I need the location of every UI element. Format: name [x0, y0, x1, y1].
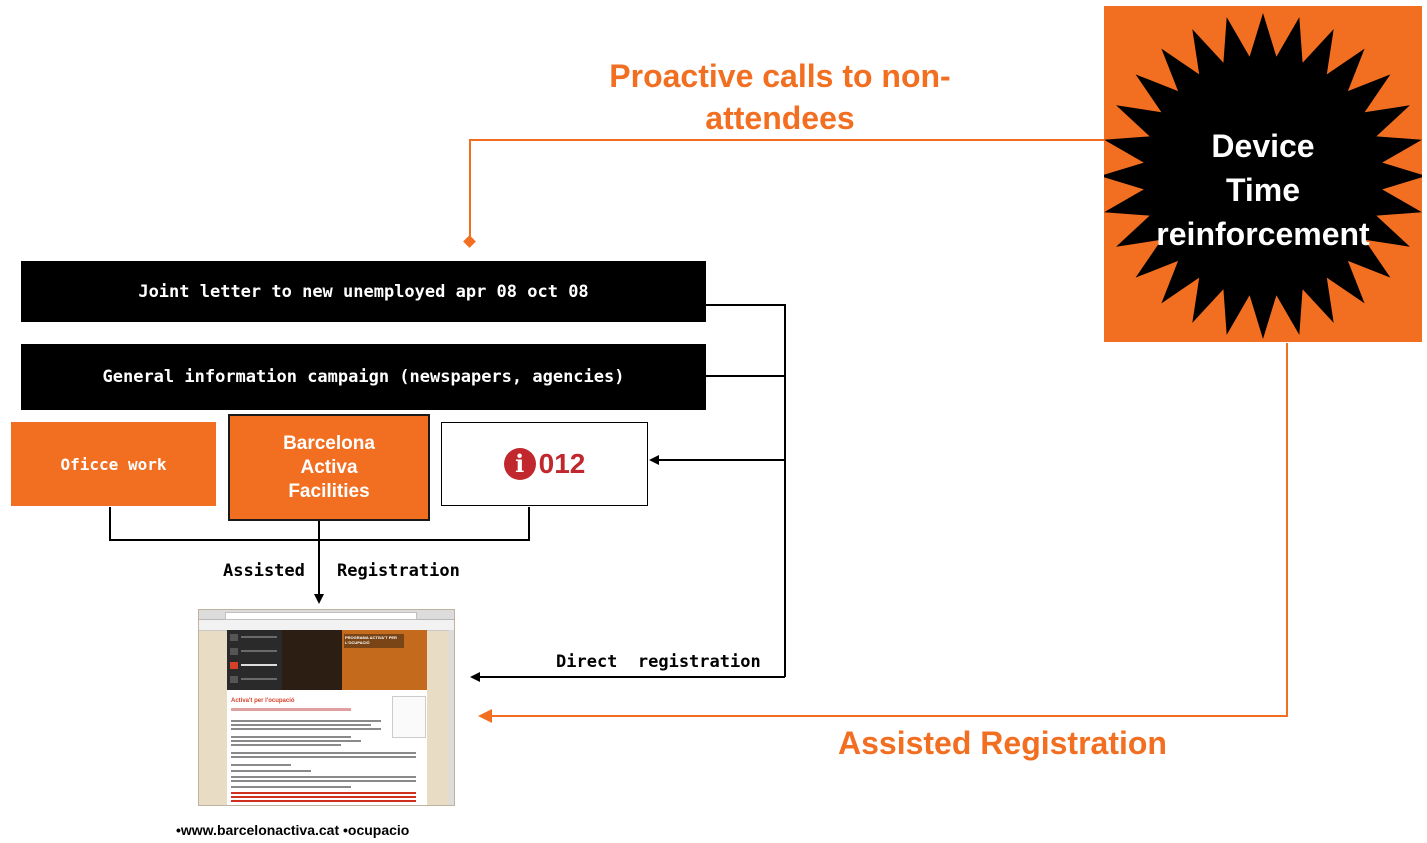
- facilities-box: Barcelona Activa Facilities: [228, 414, 430, 521]
- facilities-line3: Facilities: [288, 480, 370, 502]
- website-banner-title: PROGRAMA ACTIVA'T PER L'OCUPACIÓ: [345, 635, 397, 645]
- badge-line1: Device: [1211, 128, 1315, 164]
- website-screenshot: PROGRAMA ACTIVA'T PER L'OCUPACIÓ Activa'…: [198, 609, 455, 806]
- assisted-registration-left-b: Registration: [337, 561, 460, 581]
- info-012-text: 012: [538, 448, 586, 479]
- joint-letter-box: Joint letter to new unemployed apr 08 oc…: [21, 261, 706, 322]
- direct-registration-label: Direct registration: [556, 652, 761, 672]
- proactive-calls-line2: attendees: [705, 100, 855, 136]
- office-work-box: Oficce work: [11, 422, 216, 506]
- proactive-calls-line1: Proactive calls to non-: [609, 58, 951, 94]
- joint-letter-text: Joint letter to new unemployed apr 08 oc…: [138, 281, 589, 302]
- proactive-calls-diamond: [463, 235, 476, 248]
- general-campaign-text: General information campaign (newspapers…: [102, 367, 625, 387]
- badge-text: Device Time reinforcement: [1104, 124, 1422, 256]
- website-caption: •www.barcelonactiva.cat •ocupacio: [176, 822, 410, 838]
- badge-line3: reinforcement: [1156, 216, 1370, 252]
- website-scrollbar: [449, 630, 454, 805]
- assisted-registration-left-a: Assisted: [223, 561, 305, 581]
- assisted-registration-bottom-label: Assisted Registration: [838, 725, 1167, 761]
- badge-line2: Time: [1225, 172, 1301, 208]
- starburst-icon: [1104, 13, 1422, 339]
- info-circle-icon: i: [503, 448, 536, 480]
- device-time-badge: Device Time reinforcement: [1104, 6, 1422, 342]
- facilities-line2: Activa: [300, 456, 358, 478]
- browser-url-bar: [225, 612, 417, 620]
- proactive-calls-label: Proactive calls to non- attendees: [560, 55, 1000, 139]
- facilities-line1: Barcelona: [283, 432, 375, 454]
- proactive-calls-connector: [469, 139, 1105, 238]
- website-page: PROGRAMA ACTIVA'T PER L'OCUPACIÓ Activa'…: [227, 630, 427, 805]
- info-012-box: i 012: [441, 422, 648, 506]
- website-heading: Activa't per l'ocupació: [231, 698, 295, 704]
- website-nav: [227, 630, 282, 690]
- office-work-text: Oficce work: [60, 454, 167, 474]
- general-campaign-box: General information campaign (newspapers…: [21, 344, 706, 410]
